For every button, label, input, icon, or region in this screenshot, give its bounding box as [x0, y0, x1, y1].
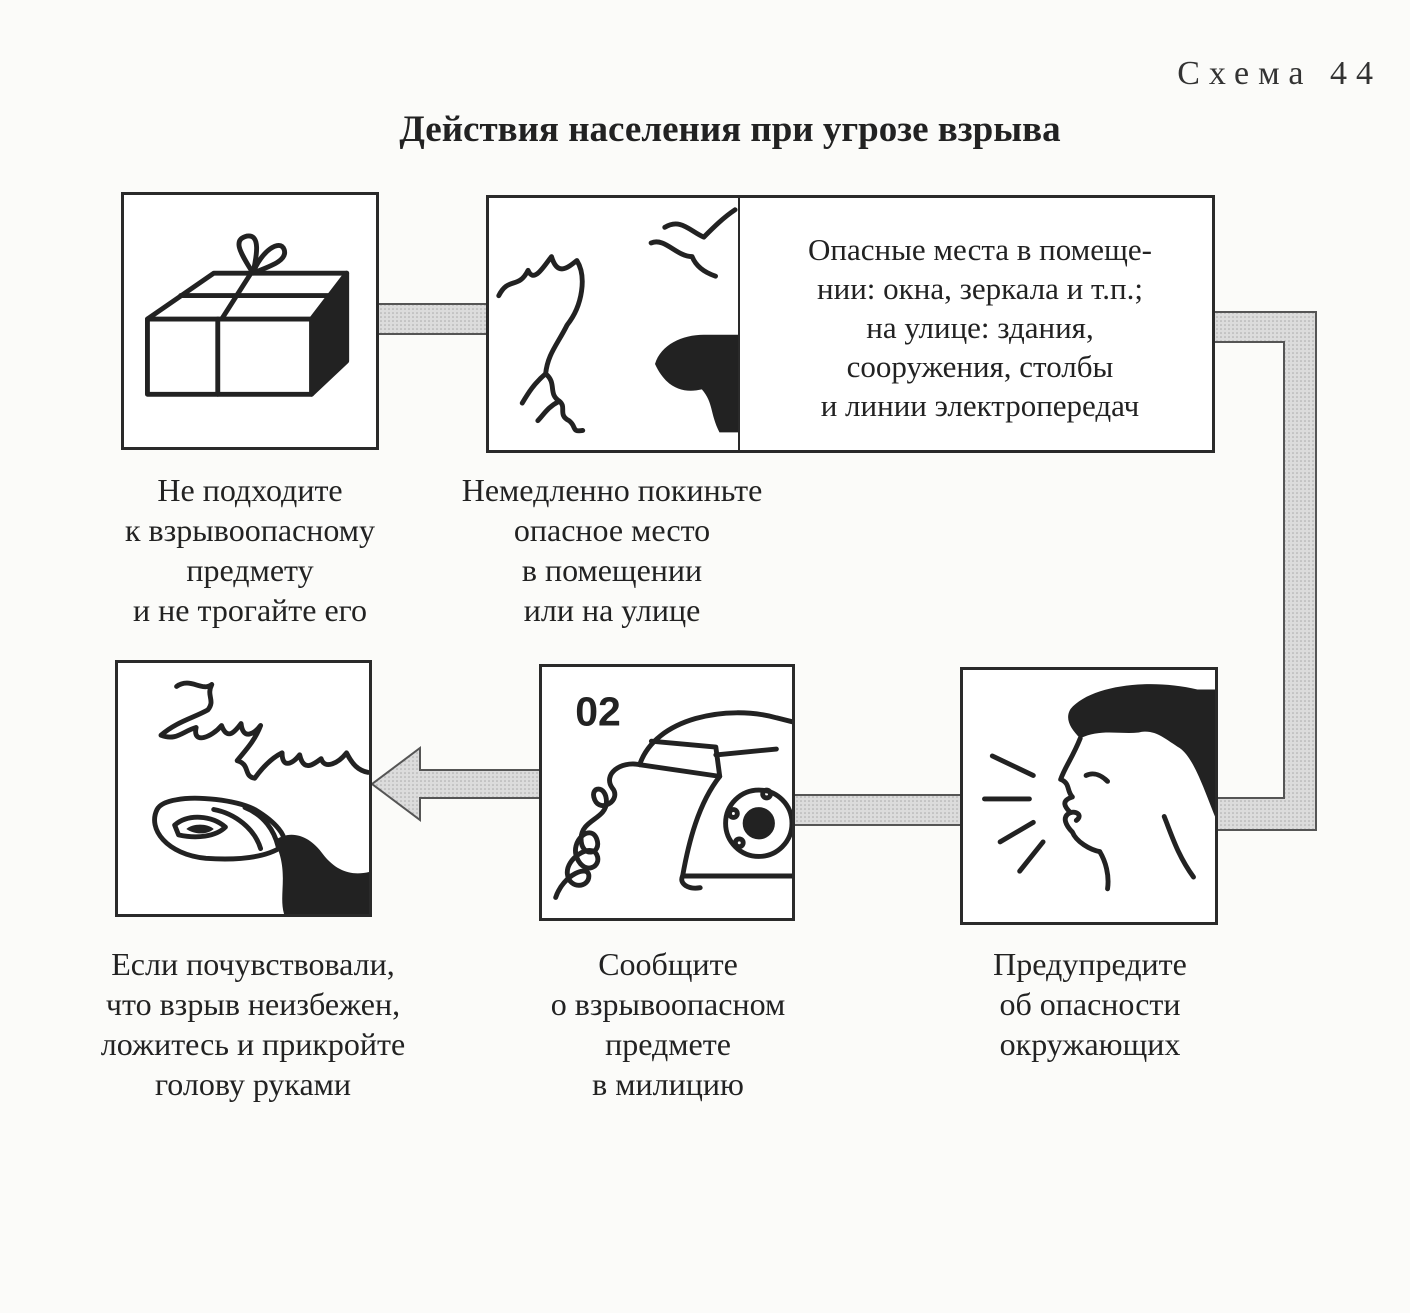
step-3-caption: Предупредите об опасности окружающих — [950, 944, 1230, 1064]
step-4-pictogram[interactable]: 02 — [539, 664, 795, 921]
telephone-icon: 02 — [553, 689, 792, 900]
caption-line: и не трогайте его — [133, 592, 367, 628]
caption-line: ложитесь и прикройте — [100, 1026, 406, 1062]
step-2-caption: Немедленно покиньте опасное место в поме… — [442, 470, 782, 630]
arrow-4-5 — [370, 746, 545, 822]
scheme-label: Схема 44 — [1177, 55, 1382, 92]
lie-down-cover-head-icon — [152, 680, 369, 914]
caption-line: окружающих — [999, 1026, 1181, 1062]
step-5-caption: Если почувствовали, что взрыв неизбежен,… — [72, 944, 434, 1104]
caption-line: или на улице — [523, 592, 701, 628]
step-2-pictogram[interactable] — [486, 195, 741, 453]
caption-line: опасное место — [513, 512, 711, 548]
step-1-pictogram[interactable] — [121, 192, 379, 450]
danger-places-line: сооружения, столбы — [846, 349, 1114, 384]
caption-line: что взрыв неизбежен, — [105, 986, 401, 1022]
caption-line: Немедленно покиньте — [461, 472, 763, 508]
explosion-debris-icon — [496, 207, 738, 434]
danger-places-line: на улице: здания, — [866, 310, 1094, 345]
shouting-person-icon — [982, 684, 1215, 892]
danger-places-line: Опасные места в помеще- — [808, 232, 1152, 267]
diagram-title: Действия населения при угрозе взрыва — [399, 109, 1061, 150]
caption-line: предмету — [186, 552, 314, 588]
connector-3-4 — [791, 794, 965, 826]
danger-places-text: Опасные места в помеще- нии: окна, зерка… — [740, 230, 1220, 425]
danger-places-line: нии: окна, зеркала и т.п.; — [817, 271, 1143, 306]
step-3-pictogram[interactable] — [960, 667, 1218, 925]
caption-line: к взрывоопасному — [125, 512, 375, 548]
caption-line: в милицию — [592, 1066, 744, 1102]
danger-places-box — [738, 195, 1215, 453]
caption-line: предмете — [605, 1026, 731, 1062]
caption-line: о взрывоопасном — [550, 986, 786, 1022]
caption-line: Предупредите — [993, 946, 1187, 982]
emergency-number: 02 — [575, 689, 621, 735]
package-icon — [145, 233, 350, 397]
caption-line: в помещении — [521, 552, 703, 588]
step-4-caption: Сообщите о взрывоопасном предмете в мили… — [520, 944, 816, 1104]
caption-line: Если почувствовали, — [111, 946, 395, 982]
caption-line: Не подходите — [157, 472, 343, 508]
caption-line: голову руками — [154, 1066, 352, 1102]
connector-1-2 — [375, 303, 491, 335]
caption-line: Сообщите — [598, 946, 738, 982]
step-5-pictogram[interactable] — [115, 660, 372, 917]
danger-places-line: и линии электропередач — [820, 388, 1140, 423]
connector-2-3 — [1211, 311, 1317, 831]
caption-line: об опасности — [999, 986, 1181, 1022]
step-1-caption: Не подходите к взрывоопасному предмету и… — [90, 470, 410, 630]
